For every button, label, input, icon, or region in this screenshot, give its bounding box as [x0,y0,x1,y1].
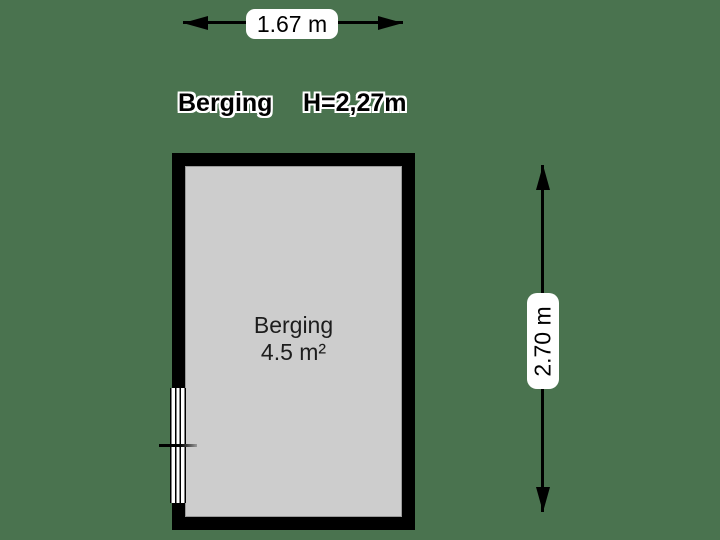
window-tick-line [159,444,197,447]
arrowhead-right-icon [378,16,403,30]
arrowhead-up-icon [536,165,550,190]
width-dimension-label: 1.67 m [256,10,328,37]
height-dimension-label: 2.70 m [529,305,556,377]
arrowhead-down-icon [536,487,550,512]
room-area-label: 4.5 m² [260,339,327,365]
plan-title: Berging [178,89,273,117]
ceiling-height-label: H=2,27m [303,89,407,117]
width-dimension-badge: 1.67 m [246,9,338,39]
room-name-label: Berging [253,312,334,338]
room-berging [172,153,415,530]
room-label-group: Berging 4.5 m² [172,312,415,366]
height-dimension-badge: 2.70 m [527,293,559,389]
arrowhead-left-icon [183,16,208,30]
